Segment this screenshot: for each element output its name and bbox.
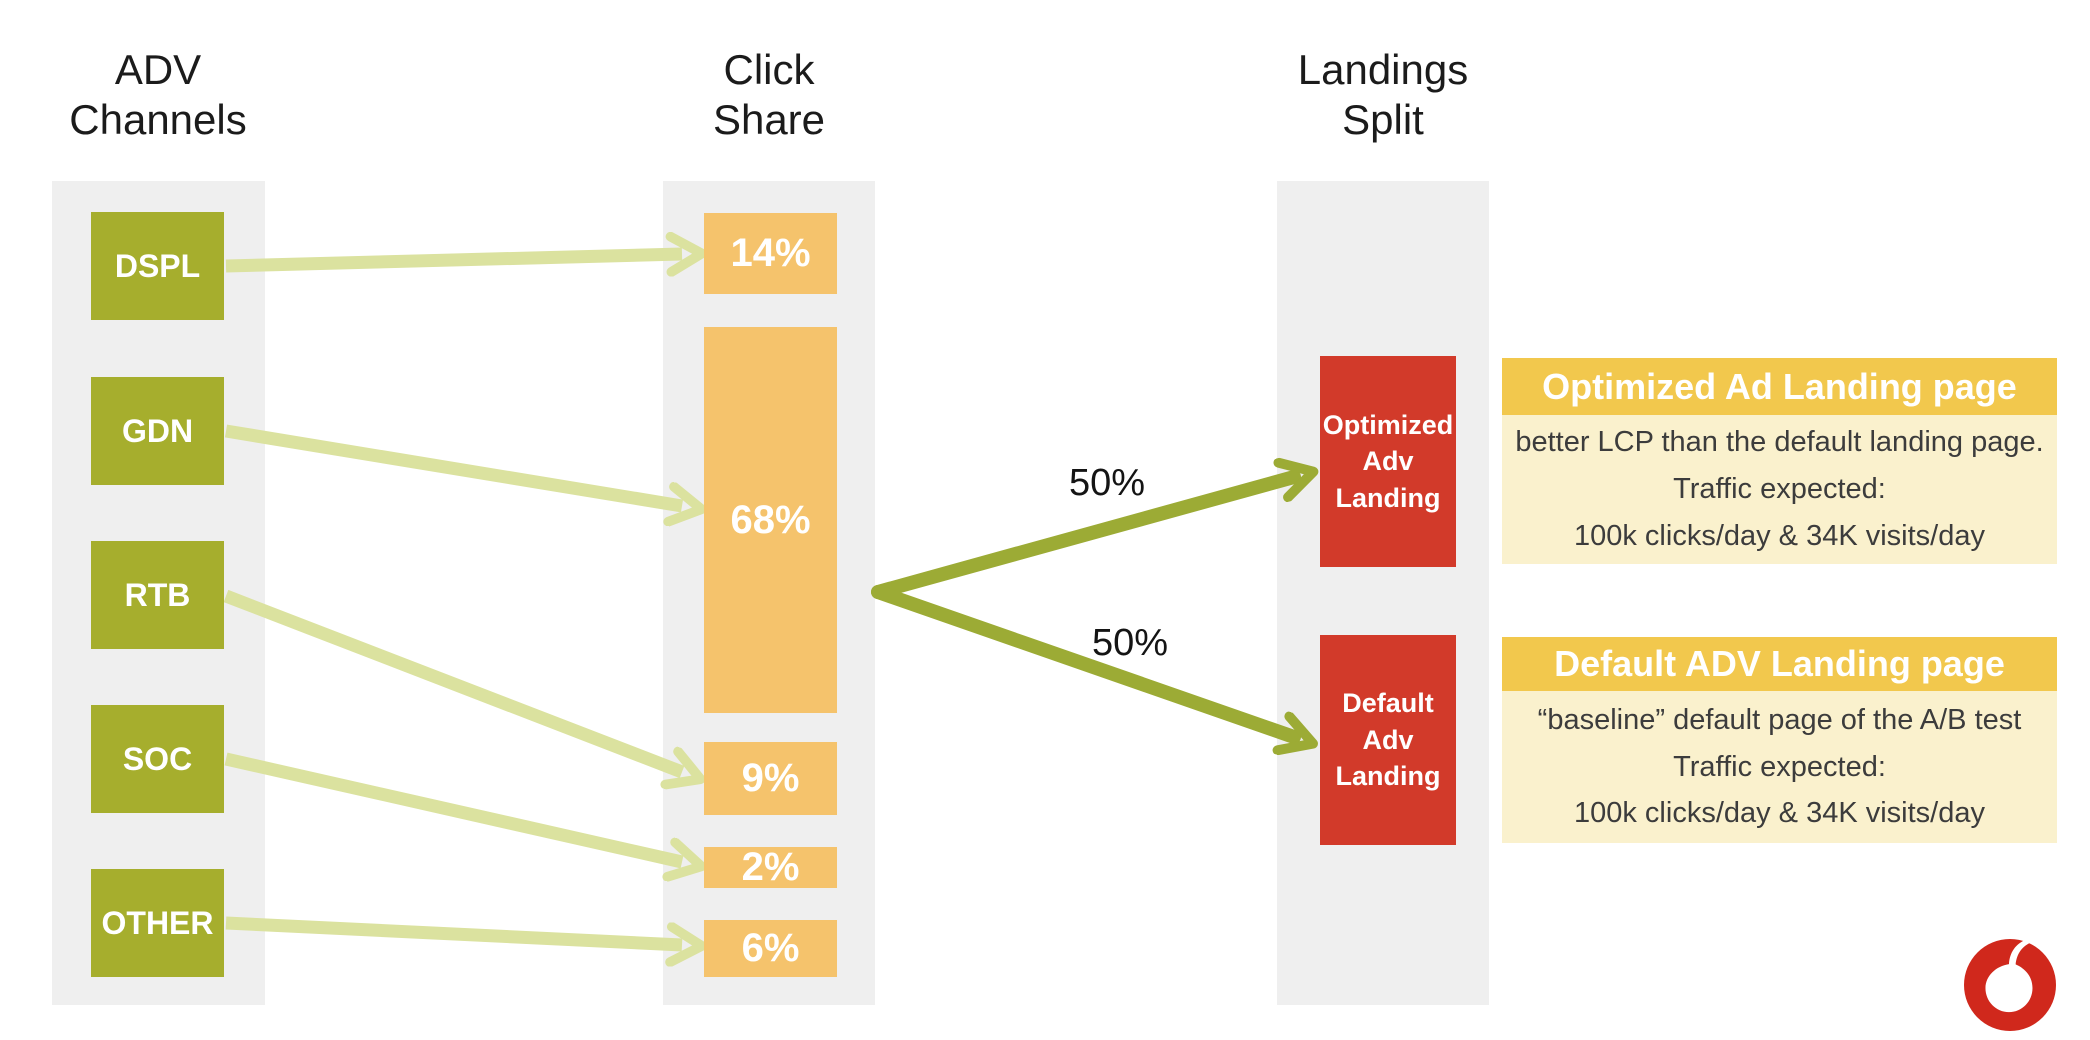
landing-label: Optimized Adv Landing: [1322, 409, 1454, 513]
flow-arrow-other-to-6: [225, 916, 682, 945]
column-header-landings-split: Landings Split: [1297, 46, 1469, 143]
channel-box-gdn: GDN: [91, 377, 224, 485]
share-box-2: 2%: [704, 845, 837, 889]
card-title: Optimized Ad Landing page: [1502, 358, 2057, 415]
flow-arrow-rtb-to-9: [223, 589, 682, 772]
channel-box-other: OTHER: [91, 869, 224, 977]
share-box-14: 14%: [704, 213, 837, 294]
channel-label: RTB: [124, 576, 191, 613]
channel-label: GDN: [121, 412, 194, 449]
card-title: Default ADV Landing page: [1502, 637, 2057, 691]
split-share-label-lower: 50%: [1091, 622, 1169, 664]
vodafone-logo-icon: [1964, 939, 2056, 1031]
split-share-label-upper: 50%: [1068, 462, 1146, 504]
channel-box-rtb: RTB: [91, 541, 224, 649]
share-label: 14%: [730, 231, 811, 275]
share-label: 6%: [741, 926, 800, 970]
card-body-text: better LCP than the default landing page…: [1502, 415, 2057, 564]
share-box-68: 68%: [704, 327, 837, 713]
channel-box-dspl: DSPL: [91, 212, 224, 320]
landings-split-panel: [1277, 181, 1489, 1005]
share-box-9: 9%: [704, 742, 837, 815]
landing-label: Default Adv Landing: [1335, 688, 1441, 792]
column-header-click-share: Click Share: [712, 46, 826, 143]
share-box-6: 6%: [704, 920, 837, 977]
flow-arrow-soc-to-2: [224, 752, 682, 862]
channel-label: OTHER: [101, 904, 214, 941]
flow-arrow-dspl-to-14: [225, 254, 682, 266]
channel-box-soc: SOC: [91, 705, 224, 813]
flow-arrow-gdn-to-68: [224, 424, 682, 506]
share-label: 68%: [730, 497, 811, 542]
share-label: 2%: [741, 845, 800, 889]
card-optimized-landing: Optimized Ad Landing page better LCP tha…: [1502, 358, 2057, 564]
card-body-text: “baseline” default page of the A/B test …: [1502, 691, 2057, 843]
share-label: 9%: [741, 756, 800, 800]
landing-box-optimized: Optimized Adv Landing: [1320, 356, 1456, 567]
column-header-adv-channels: ADV Channels: [69, 46, 247, 143]
landing-box-default: Default Adv Landing: [1320, 635, 1456, 845]
card-default-landing: Default ADV Landing page “baseline” defa…: [1502, 637, 2057, 843]
channel-label: SOC: [122, 740, 193, 777]
channel-label: DSPL: [114, 247, 201, 284]
